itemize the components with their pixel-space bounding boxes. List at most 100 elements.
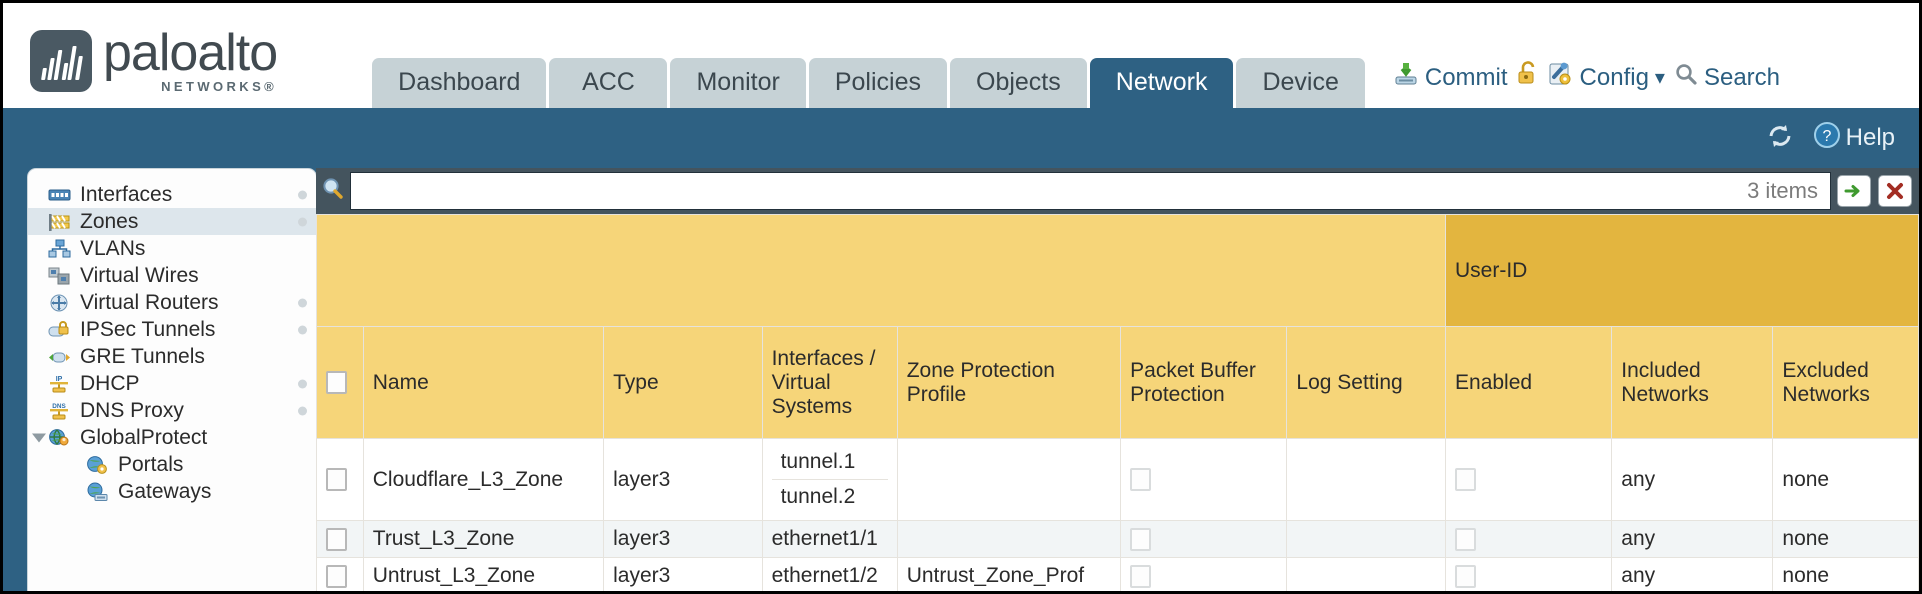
column-header-packet-buffer-protection[interactable]: Packet Buffer Protection (1120, 326, 1288, 439)
commit-button[interactable]: Commit (1393, 61, 1508, 94)
apply-filter-button[interactable] (1837, 175, 1871, 207)
sidebar-item-globalprotect[interactable]: GlobalProtect (28, 424, 316, 451)
tab-objects[interactable]: Objects (950, 58, 1087, 108)
cell-name[interactable]: Trust_L3_Zone (362, 520, 605, 558)
tab-policies[interactable]: Policies (808, 58, 947, 108)
virtual-wires-icon (48, 266, 71, 286)
chevron-expanded-icon[interactable] (32, 433, 46, 442)
row-checkbox[interactable] (326, 527, 347, 551)
sidebar-item-dhcp[interactable]: IP DHCP (28, 370, 316, 397)
userid-enabled-checkbox[interactable] (1455, 564, 1477, 588)
tab-dashboard[interactable]: Dashboard (372, 58, 547, 108)
brand-logo: paloalto NETWORKS® (30, 24, 278, 94)
header-tools: Commit (1393, 61, 1780, 94)
sidebar-label: Virtual Wires (80, 263, 199, 287)
config-wrench-icon (1548, 61, 1574, 94)
sidebar-item-dns-proxy[interactable]: DNS DNS Proxy (28, 397, 316, 424)
help-link[interactable]: ? Help (1813, 121, 1895, 156)
column-header-included-networks[interactable]: Included Networks (1611, 326, 1774, 439)
cell-excluded-networks: none (1772, 520, 1919, 558)
search-label: Search (1703, 63, 1781, 91)
magnifier-icon (1674, 62, 1698, 93)
tab-network[interactable]: Network (1089, 58, 1234, 108)
cell-name[interactable]: Untrust_L3_Zone (362, 557, 605, 591)
row-checkbox[interactable] (326, 468, 347, 492)
gre-tunnels-icon (48, 347, 71, 367)
virtual-routers-icon (48, 293, 71, 313)
select-all-checkbox[interactable] (326, 371, 347, 395)
gateways-icon (86, 482, 109, 502)
sidebar-label: DHCP (80, 371, 140, 395)
sidebar-item-virtual-wires[interactable]: Virtual Wires (28, 262, 316, 289)
cell-log-setting (1286, 438, 1447, 521)
table-row[interactable]: Trust_L3_Zone layer3 ethernet1/1 any non… (316, 520, 1919, 558)
refresh-icon[interactable] (1765, 122, 1795, 155)
cell-userid-enabled[interactable] (1445, 438, 1613, 521)
sidebar-item-zones[interactable]: Zones (28, 208, 316, 235)
cell-zone-protection-profile (896, 438, 1122, 521)
search-input[interactable]: 3 items (350, 172, 1831, 210)
tab-device[interactable]: Device (1236, 58, 1365, 108)
cell-name[interactable]: Cloudflare_L3_Zone (362, 438, 605, 521)
packet-buffer-protection-checkbox[interactable] (1130, 564, 1152, 588)
column-header-name[interactable]: Name (362, 326, 605, 439)
table-row[interactable]: Cloudflare_L3_Zone layer3 tunnel.1 tunne… (316, 438, 1919, 521)
commit-download-icon (1393, 61, 1419, 94)
cell-packet-buffer-protection[interactable] (1120, 438, 1288, 521)
clear-filter-button[interactable] (1878, 175, 1912, 207)
cell-type: layer3 (603, 438, 763, 521)
cell-packet-buffer-protection[interactable] (1120, 520, 1288, 558)
dns-proxy-icon: DNS (48, 401, 71, 421)
sub-header-bar: ? Help (3, 108, 1919, 168)
interface-entry: tunnel.2 (780, 485, 856, 508)
lock-button[interactable] (1517, 61, 1539, 94)
cell-type: layer3 (603, 520, 763, 558)
column-header-log-setting[interactable]: Log Setting (1286, 326, 1447, 439)
sidebar-item-ipsec-tunnels[interactable]: IPSec Tunnels (28, 316, 316, 343)
column-header-interfaces[interactable]: Interfaces / Virtual Systems (761, 326, 898, 439)
column-header-excluded-networks[interactable]: Excluded Networks (1772, 326, 1919, 439)
row-checkbox[interactable] (326, 564, 347, 588)
cell-log-setting (1286, 557, 1447, 591)
cell-included-networks: any (1611, 557, 1774, 591)
svg-text:DNS: DNS (52, 403, 66, 410)
select-all-header[interactable] (316, 326, 364, 439)
sidebar-item-virtual-routers[interactable]: Virtual Routers (28, 289, 316, 316)
portals-icon (86, 455, 109, 475)
main-nav-tabs: Dashboard ACC Monitor Policies Objects N… (372, 58, 1365, 108)
column-header-type[interactable]: Type (603, 326, 763, 439)
row-select-cell[interactable] (316, 557, 364, 591)
row-select-cell[interactable] (316, 520, 364, 558)
network-sidebar: Interfaces Zones (27, 168, 317, 591)
userid-enabled-checkbox[interactable] (1455, 527, 1477, 551)
column-header-zone-protection-profile[interactable]: Zone Protection Profile (896, 326, 1122, 439)
packet-buffer-protection-checkbox[interactable] (1130, 527, 1152, 551)
sidebar-item-vlans[interactable]: VLANs (28, 235, 316, 262)
cell-userid-enabled[interactable] (1445, 557, 1613, 591)
table-row[interactable]: Untrust_L3_Zone layer3 ethernet1/2 Untru… (316, 557, 1919, 591)
config-menu[interactable]: Config ▾ (1548, 61, 1665, 94)
search-filter-icon[interactable] (316, 176, 350, 207)
padlock-unlocked-icon (1517, 61, 1539, 94)
brand-name: paloalto (103, 24, 278, 82)
tab-monitor[interactable]: Monitor (670, 58, 806, 108)
packet-buffer-protection-checkbox[interactable] (1130, 468, 1152, 492)
tab-acc[interactable]: ACC (549, 58, 668, 108)
sidebar-item-portals[interactable]: Portals (28, 451, 316, 478)
vlans-icon (48, 239, 71, 259)
sidebar-item-gre-tunnels[interactable]: GRE Tunnels (28, 343, 316, 370)
sidebar-item-gateways[interactable]: Gateways (28, 478, 316, 505)
sidebar-item-interfaces[interactable]: Interfaces (28, 181, 316, 208)
cell-excluded-networks: none (1772, 438, 1919, 521)
cell-zone-protection-profile (896, 520, 1122, 558)
config-label: Config (1579, 63, 1649, 91)
cell-packet-buffer-protection[interactable] (1120, 557, 1288, 591)
top-header: paloalto NETWORKS® Dashboard ACC Monitor… (3, 3, 1919, 108)
zones-barrier-icon (48, 212, 71, 232)
search-button[interactable]: Search (1674, 62, 1780, 93)
userid-enabled-checkbox[interactable] (1455, 468, 1477, 492)
row-select-cell[interactable] (316, 438, 364, 521)
cell-userid-enabled[interactable] (1445, 520, 1613, 558)
column-header-enabled[interactable]: Enabled (1445, 326, 1613, 439)
zones-table: User-ID Name Type Interfaces / Virtual S… (315, 214, 1919, 591)
